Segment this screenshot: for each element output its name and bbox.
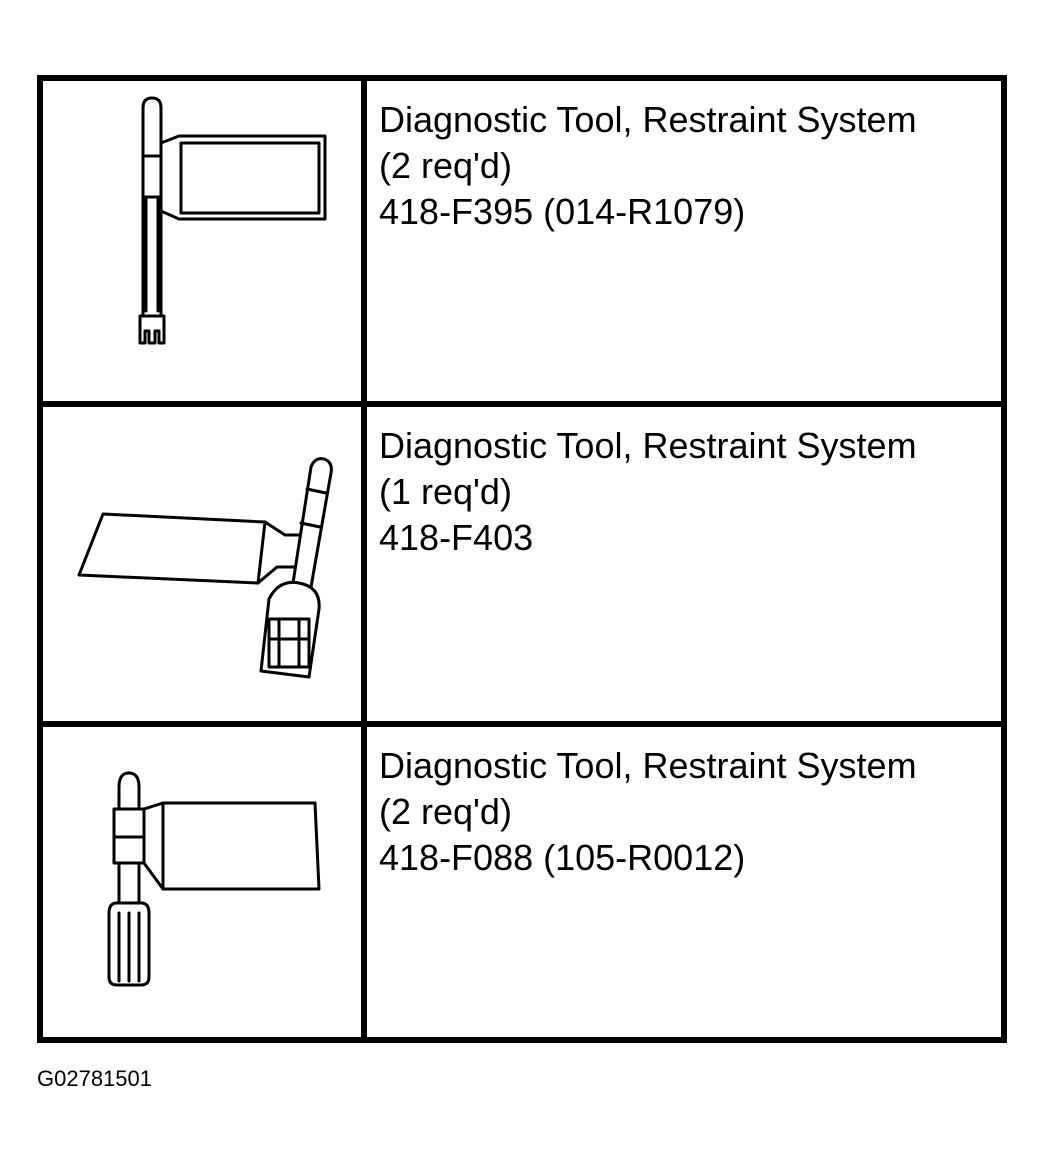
tool-quantity: (1 req'd) bbox=[379, 471, 512, 512]
tool-name: Diagnostic Tool, Restraint System bbox=[379, 745, 917, 786]
tool-description: Diagnostic Tool, Restraint System (1 req… bbox=[379, 423, 989, 561]
figure-id: G02781501 bbox=[37, 1066, 152, 1091]
tool-part-number: 418-F403 bbox=[379, 517, 534, 558]
tool-part-number: 418-F088 (105-R0012) bbox=[379, 837, 746, 878]
tool-name: Diagnostic Tool, Restraint System bbox=[379, 99, 917, 140]
tool-illustration-cell bbox=[43, 407, 367, 721]
tool-quantity: (2 req'd) bbox=[379, 145, 512, 186]
diagnostic-tool-418-f395-illustration bbox=[138, 96, 327, 345]
tool-description: Diagnostic Tool, Restraint System (2 req… bbox=[379, 743, 989, 881]
tool-illustration-cell bbox=[43, 727, 367, 1037]
tool-illustration-cell bbox=[43, 81, 367, 401]
tool-quantity: (2 req'd) bbox=[379, 791, 512, 832]
tool-description: Diagnostic Tool, Restraint System (2 req… bbox=[379, 97, 989, 235]
tool-row: Diagnostic Tool, Restraint System (2 req… bbox=[43, 81, 1001, 401]
special-tools-table: Diagnostic Tool, Restraint System (2 req… bbox=[37, 75, 1007, 1043]
tool-row: Diagnostic Tool, Restraint System (1 req… bbox=[43, 401, 1001, 721]
diagnostic-tool-418-f403-illustration bbox=[77, 457, 333, 679]
tool-part-number: 418-F395 (014-R1079) bbox=[379, 191, 746, 232]
tool-row: Diagnostic Tool, Restraint System (2 req… bbox=[43, 721, 1001, 1037]
tool-name: Diagnostic Tool, Restraint System bbox=[379, 425, 917, 466]
diagnostic-tool-418-f088-illustration bbox=[107, 771, 321, 987]
